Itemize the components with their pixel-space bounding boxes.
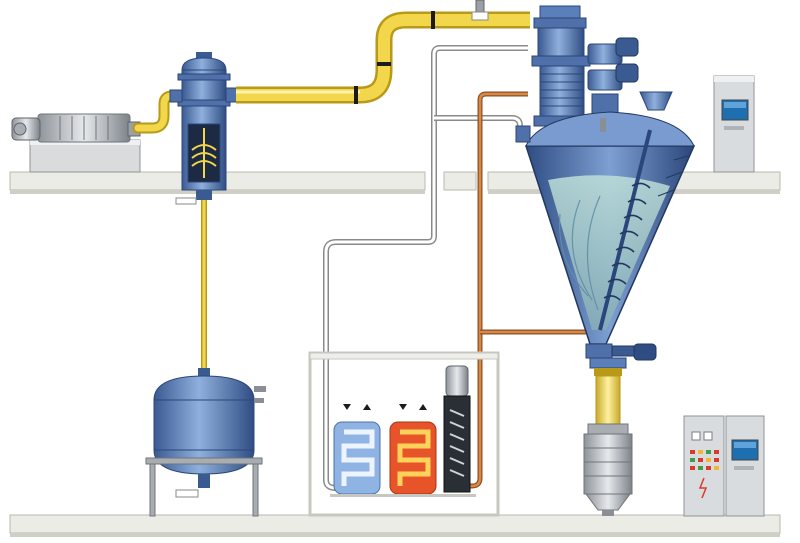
- ground-floor: [9, 514, 781, 537]
- main-vapor-line: [236, 11, 530, 104]
- hot-tank: [389, 404, 437, 495]
- receiver-tank: [145, 368, 266, 517]
- discharge-filter: [583, 423, 633, 516]
- circulation-pump: [443, 365, 471, 493]
- heating-jacket-line: [460, 91, 586, 489]
- conical-screw-dryer: [515, 5, 696, 369]
- condenser-column: [169, 52, 239, 205]
- control-cabinet: [683, 415, 725, 517]
- cold-tank: [333, 404, 381, 495]
- top-valve: [471, 0, 489, 21]
- pump-vapor-line: [132, 90, 188, 134]
- discharge-chute: [594, 368, 622, 425]
- vacuum-pump-unit: [11, 113, 141, 173]
- operator-terminal-lower: [725, 415, 765, 517]
- operator-terminal-upper: [713, 75, 755, 173]
- heating-cooling-unit: [308, 351, 500, 517]
